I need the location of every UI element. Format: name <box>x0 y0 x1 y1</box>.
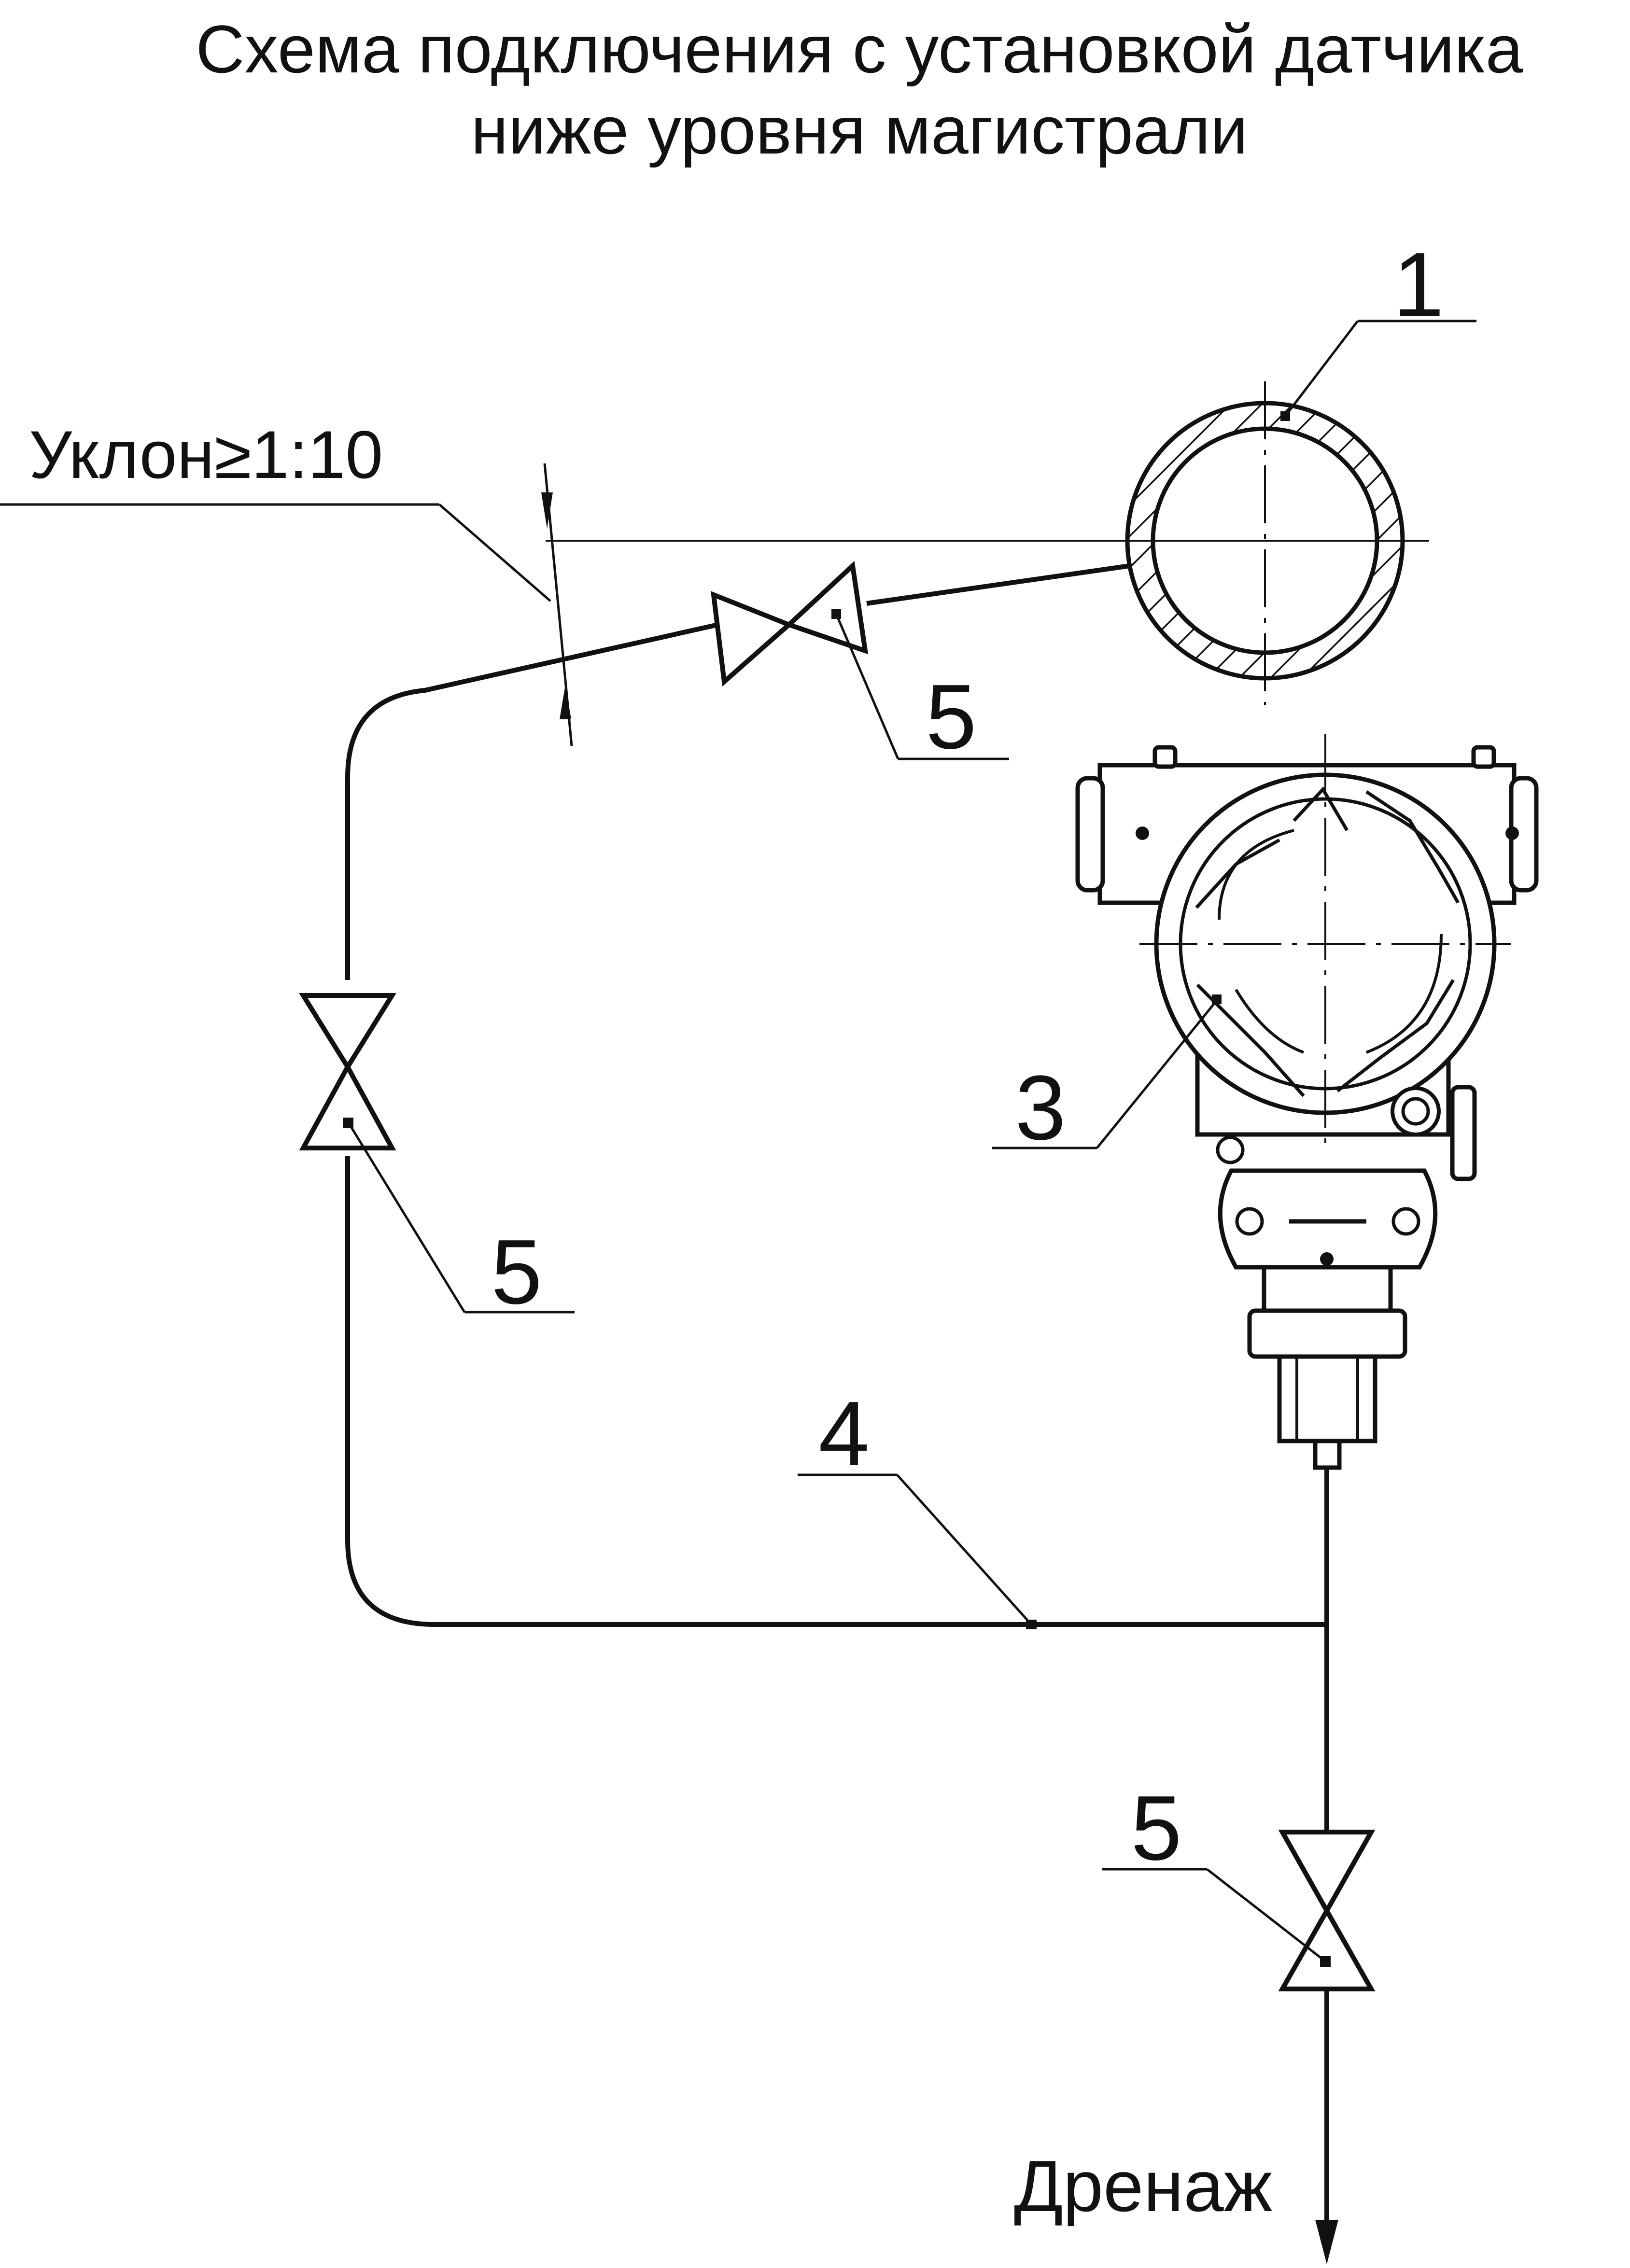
valve-drain-callout: 5 <box>1131 1777 1182 1879</box>
slope-label: Уклон≥1:10 <box>29 417 383 492</box>
pipe-leader <box>1280 320 1476 421</box>
pipe-callout: 1 <box>1393 234 1444 336</box>
drain-label: Дренаж <box>1014 2145 1272 2226</box>
diagram-title: Схема подключения с установкой датчика н… <box>97 9 1622 171</box>
slope-dimension <box>0 463 573 746</box>
title-line-1: Схема подключения с установкой датчика <box>196 11 1523 87</box>
transmitter-leader <box>992 998 1219 1149</box>
title-line-2: ниже уровня магистрали <box>471 92 1248 168</box>
valve-drain-icon <box>1102 1830 1376 1991</box>
valve-top-icon <box>711 560 1009 760</box>
impulse-line-leader <box>798 1473 1037 1629</box>
valve-top-callout: 5 <box>926 666 977 768</box>
valve-left-callout: 5 <box>491 1221 542 1323</box>
drain-arrow-icon <box>1315 2220 1338 2264</box>
impulse-line-callout: 4 <box>818 1383 870 1485</box>
valve-left-icon <box>299 993 575 1314</box>
main-pipe <box>546 381 1429 705</box>
impulse-line <box>345 563 1329 1627</box>
transmitter-callout: 3 <box>1015 1057 1066 1159</box>
pressure-transmitter <box>1075 734 1539 1470</box>
